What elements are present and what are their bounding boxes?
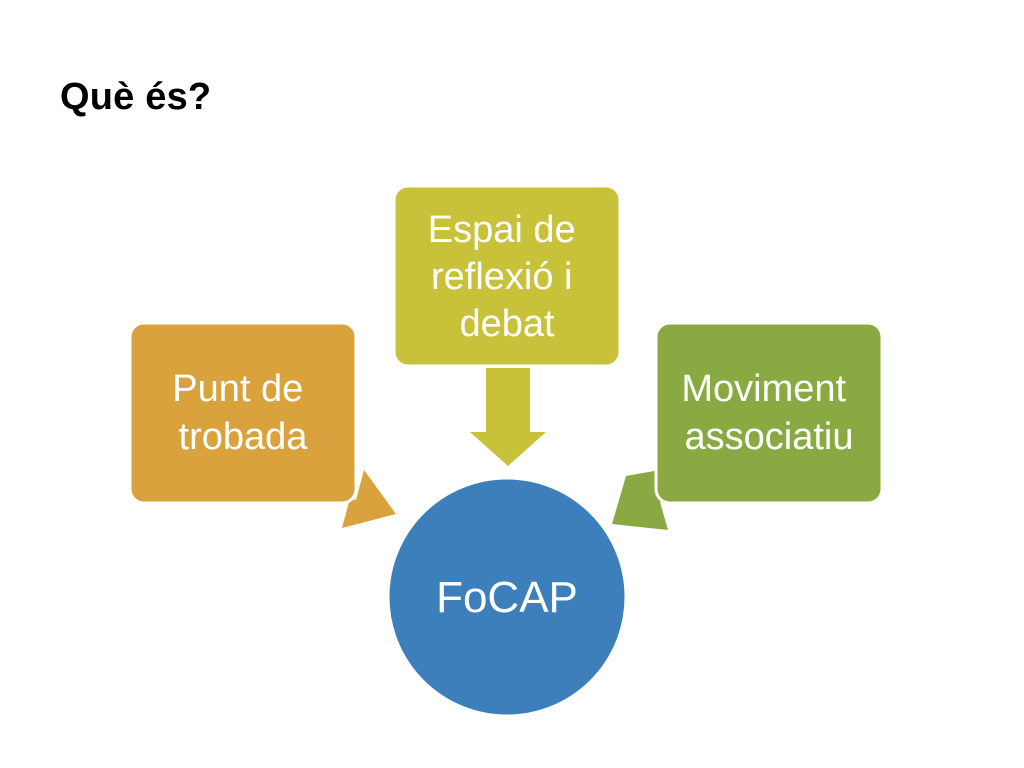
center-label: FoCAP: [436, 573, 578, 622]
node-box-top: [392, 184, 622, 368]
node-label-right: Moviment associatiu: [681, 368, 856, 458]
arrow-right-to-center: [612, 470, 668, 530]
node-label-right-line-2: associatiu: [685, 416, 854, 458]
node-label-left: Punt de trobada: [172, 368, 314, 458]
node-label-top: Espai de reflexió i debat: [428, 209, 586, 345]
arrow-top-to-center: [470, 368, 546, 466]
node-box-right: [654, 321, 884, 505]
node-label-top-line-1: Espai de: [428, 209, 576, 251]
center-circle: [386, 476, 628, 718]
node-box-left: [128, 321, 358, 505]
node-label-left-line-2: trobada: [179, 416, 309, 458]
node-label-right-line-1: Moviment: [681, 368, 846, 410]
node-label-top-line-2: reflexió i: [431, 256, 573, 298]
slide-title: Què és?: [60, 76, 212, 118]
node-label-left-line-1: Punt de: [172, 368, 303, 410]
node-label-top-line-3: debat: [459, 303, 555, 345]
arrow-left-to-center: [342, 470, 396, 528]
